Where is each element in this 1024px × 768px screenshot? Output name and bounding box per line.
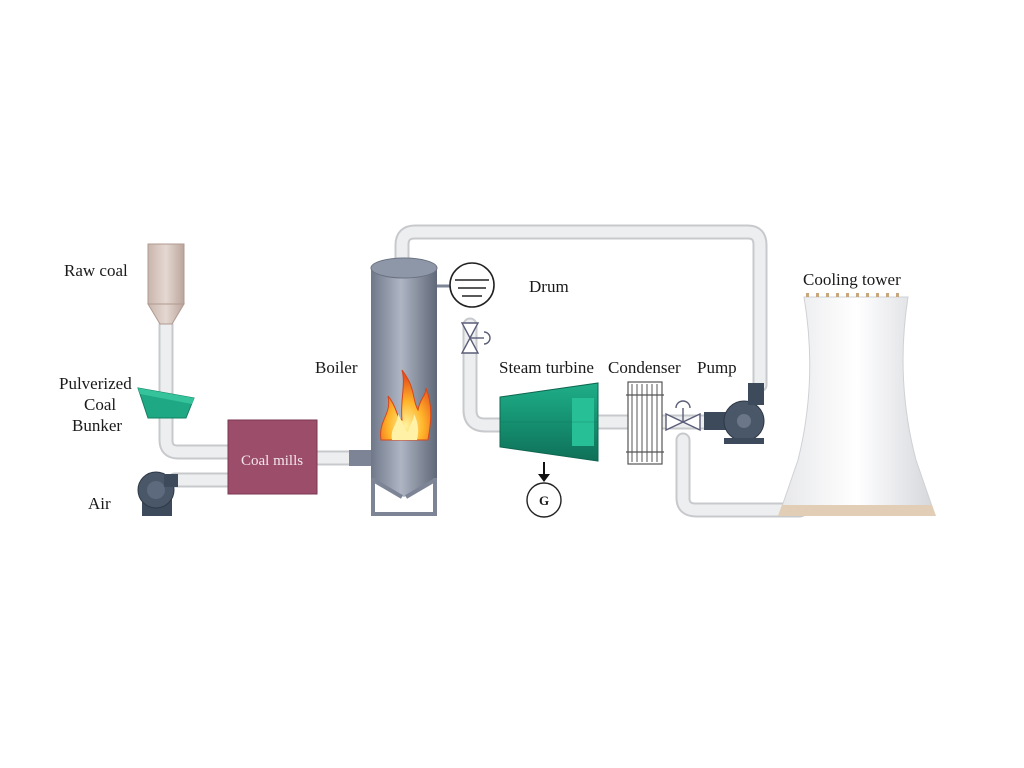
bunker-label-line1: Pulverized	[59, 374, 132, 393]
air-label: Air	[88, 494, 111, 513]
raw-coal-label: Raw coal	[64, 261, 128, 280]
bunker-icon	[137, 387, 195, 419]
cooling-tower-label: Cooling tower	[803, 270, 901, 289]
bunker-label-line3: Bunker	[72, 416, 122, 435]
flame-icon	[380, 369, 432, 441]
condenser-label: Condenser	[608, 358, 681, 377]
condenser-icon	[626, 381, 664, 465]
valve-icon	[460, 322, 491, 354]
boiler-label: Boiler	[315, 358, 358, 377]
steam-turbine-label: Steam turbine	[499, 358, 594, 377]
coal-mills-label: Coal mills	[241, 453, 303, 469]
turbine-icon	[499, 382, 599, 462]
pump-icon	[704, 383, 765, 444]
valve-icon-2	[665, 400, 701, 432]
coal-mills-box	[227, 419, 318, 495]
fan-icon	[137, 471, 178, 516]
cooling-tower-icon	[778, 293, 936, 516]
pump-label: Pump	[697, 358, 737, 377]
pipes	[158, 224, 808, 518]
bunker-label-line2: Coal	[84, 395, 116, 414]
mill-boiler-connector	[349, 450, 371, 466]
silo-icon	[147, 243, 185, 325]
generator-icon	[526, 462, 562, 518]
drum-label: Drum	[529, 277, 569, 296]
drum-vessel	[449, 262, 495, 308]
generator-label: G	[539, 493, 549, 508]
